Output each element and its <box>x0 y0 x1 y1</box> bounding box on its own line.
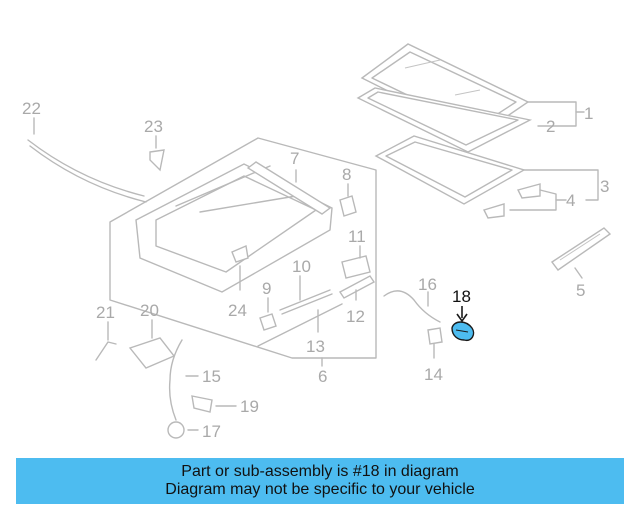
callout-4: 4 <box>566 191 575 210</box>
callout-9: 9 <box>262 279 271 298</box>
callout-18: 18 <box>452 287 471 306</box>
callout-6: 6 <box>318 367 327 386</box>
glass-seal <box>356 87 533 153</box>
callout-24: 24 <box>228 301 247 320</box>
info-banner: Part or sub-assembly is #18 in diagram D… <box>16 458 624 504</box>
sunroof-frame <box>135 163 333 293</box>
sunroof-exploded-diagram: 1 2 3 4 5 6 7 8 9 10 11 12 13 14 15 16 1… <box>22 43 612 441</box>
callout-12: 12 <box>346 307 365 326</box>
sunshade-panel <box>374 135 526 205</box>
clip-9 <box>259 313 277 331</box>
motor-bracket <box>341 255 371 279</box>
drain-hose-16 <box>383 290 441 323</box>
callout-1: 1 <box>584 104 593 123</box>
fitting-17 <box>167 421 185 439</box>
callout-23: 23 <box>144 117 163 136</box>
rail-13 <box>257 303 343 347</box>
wind-deflector <box>246 161 332 215</box>
callout-10: 10 <box>292 257 311 276</box>
guide-12 <box>338 275 376 299</box>
drive-cable <box>279 289 333 315</box>
frame-assembly-box <box>109 137 377 359</box>
drain-hose-15 <box>168 339 183 421</box>
callout-8: 8 <box>342 165 351 184</box>
callout-5: 5 <box>576 281 585 300</box>
trim-23 <box>149 149 165 172</box>
callout-17: 17 <box>202 422 221 441</box>
callout-2: 2 <box>546 117 555 136</box>
callout-16: 16 <box>418 275 437 294</box>
leader-3 <box>523 169 599 201</box>
callout-21: 21 <box>96 303 115 322</box>
callout-11: 11 <box>348 227 366 246</box>
part-18-highlighted <box>451 306 475 342</box>
grommet-14 <box>427 327 443 345</box>
callout-3: 3 <box>600 177 609 196</box>
bracket-8 <box>339 195 357 217</box>
callout-22: 22 <box>22 99 41 118</box>
banner-line-2: Diagram may not be specific to your vehi… <box>165 481 475 498</box>
leader-1-2 <box>527 101 577 127</box>
callout-7: 7 <box>290 149 299 168</box>
callout-14: 14 <box>424 365 443 384</box>
callout-15: 15 <box>202 367 221 386</box>
weatherstrip-22 <box>27 139 147 203</box>
hose-21 <box>95 341 117 361</box>
callout-13: 13 <box>306 337 325 356</box>
callout-20: 20 <box>140 301 159 320</box>
callout-19: 19 <box>240 397 259 416</box>
clip-19 <box>191 395 213 413</box>
clip-24 <box>231 245 249 263</box>
motor-20 <box>128 337 176 369</box>
side-rail <box>550 227 612 279</box>
banner-line-1: Part or sub-assembly is #18 in diagram <box>181 463 459 480</box>
shade-handle <box>483 183 567 219</box>
